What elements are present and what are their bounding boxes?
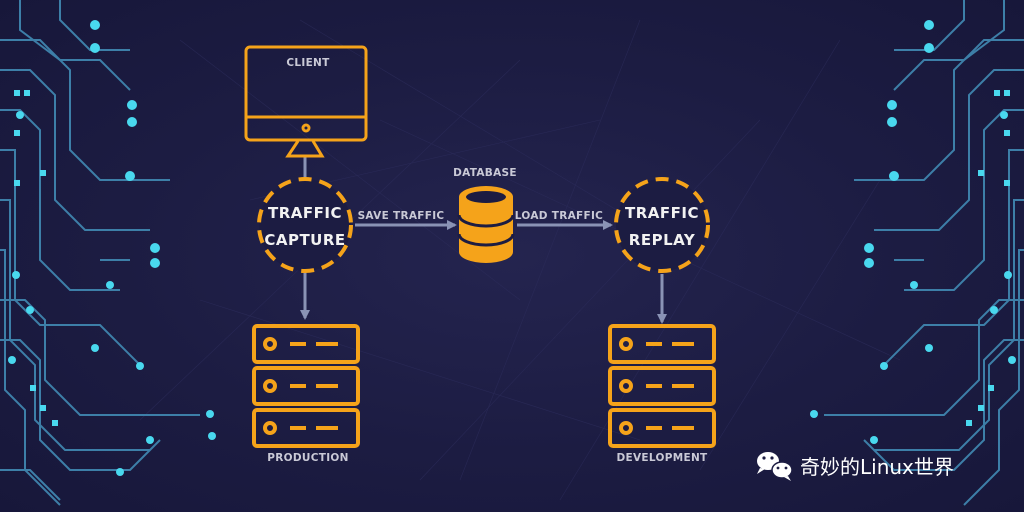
wechat-icon — [757, 452, 793, 481]
left-circuit-decoration — [0, 0, 200, 506]
replay-label-line2: REPLAY — [629, 231, 696, 249]
right-circuit-dots — [810, 20, 1016, 444]
client-monitor-icon — [244, 45, 368, 158]
database-label: DATABASE — [453, 167, 517, 179]
development-label: DEVELOPMENT — [617, 452, 709, 464]
production-label: PRODUCTION — [267, 452, 348, 464]
database-icon — [457, 186, 515, 263]
left-circuit-dots — [8, 20, 216, 476]
traffic-capture-node: TRAFFIC CAPTURE — [257, 177, 353, 273]
development-server-icon — [608, 324, 716, 448]
watermark-text: 奇妙的Linux世界 — [800, 455, 954, 479]
watermark: 奇妙的Linux世界 — [757, 452, 954, 481]
production-server-icon — [252, 324, 360, 448]
right-circuit-decoration — [824, 0, 1024, 506]
capture-label-line1: TRAFFIC — [268, 204, 342, 222]
replay-label-line1: TRAFFIC — [625, 204, 699, 222]
client-label: CLIENT — [286, 57, 330, 69]
capture-label-line2: CAPTURE — [264, 231, 345, 249]
save-traffic-label: SAVE TRAFFIC — [358, 210, 445, 222]
traffic-replay-node: TRAFFIC REPLAY — [614, 177, 710, 273]
load-traffic-label: LOAD TRAFFIC — [515, 210, 603, 222]
